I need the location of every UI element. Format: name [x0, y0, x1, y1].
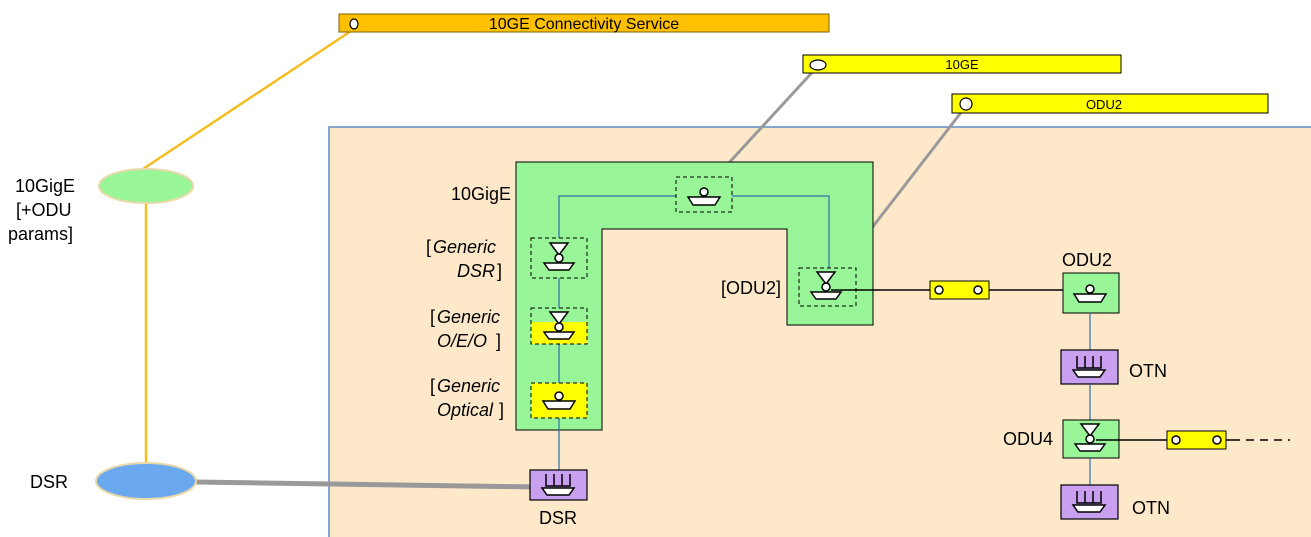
generic-oeo-line1: Generic	[437, 307, 500, 327]
odu4-label: ODU4	[1003, 429, 1053, 449]
odu2-banner-title: ODU2	[1086, 97, 1122, 112]
generic-dsr-line1: Generic	[433, 237, 496, 257]
generic-optical-close: ]	[499, 400, 504, 420]
main-10gige-label: 10GigE	[451, 184, 511, 204]
generic-dsr-close: ]	[497, 261, 502, 281]
green-l-structure	[515, 161, 874, 431]
service-banner-port	[349, 18, 359, 30]
10gige-ellipse[interactable]	[98, 168, 194, 204]
odu2-banner[interactable]: ODU2	[951, 93, 1269, 114]
odu2-banner-port	[959, 97, 973, 111]
generic-oeo-adaptation[interactable]	[530, 307, 588, 345]
generic-oeo-open: [	[430, 307, 435, 327]
otn-top-port[interactable]	[1060, 349, 1119, 385]
odu2-termination[interactable]	[1062, 272, 1120, 314]
left-10gige-label: 10GigE	[15, 176, 75, 196]
generic-oeo-line2: O/E/O	[437, 331, 487, 351]
ge-banner-title: 10GE	[945, 57, 979, 72]
odu2-right-label: ODU2	[1062, 250, 1112, 270]
dsr-ellipse[interactable]	[95, 462, 197, 500]
generic-optical-open: [	[430, 376, 435, 396]
ge-banner[interactable]: 10GE	[802, 54, 1122, 74]
ge-banner-port	[809, 59, 827, 71]
generic-dsr-adaptation[interactable]	[530, 237, 588, 279]
odu2-adaptation[interactable]	[798, 267, 857, 307]
generic-dsr-open: [	[426, 237, 431, 257]
otn-top-label: OTN	[1129, 361, 1167, 381]
odu2-bracket-label: [ODU2]	[721, 278, 781, 298]
left-odu-label: [+ODU	[16, 200, 72, 220]
odu4-adaptation[interactable]	[1062, 419, 1120, 459]
generic-oeo-close: ]	[496, 331, 501, 351]
service-banner[interactable]: 10GE Connectivity Service	[338, 13, 830, 33]
generic-dsr-line2: DSR	[457, 261, 495, 281]
otn-bottom-label: OTN	[1132, 498, 1170, 518]
service-banner-title: 10GE Connectivity Service	[489, 16, 679, 33]
10gige-termination[interactable]	[675, 176, 733, 213]
dsr-link-line	[195, 479, 539, 490]
generic-optical-line2: Optical	[437, 400, 494, 420]
otn-bottom-port[interactable]	[1060, 484, 1119, 520]
left-dsr-label: DSR	[30, 472, 68, 492]
generic-optical-termination[interactable]	[530, 382, 588, 419]
left-params-label: params]	[8, 224, 73, 244]
odu4-link-connection[interactable]	[1166, 430, 1227, 450]
odu2-link-connection[interactable]	[929, 280, 990, 300]
dsr-port[interactable]	[529, 469, 588, 501]
generic-optical-line1: Generic	[437, 376, 500, 396]
service-link-line	[142, 27, 355, 171]
dsr-port-label: DSR	[539, 508, 577, 528]
